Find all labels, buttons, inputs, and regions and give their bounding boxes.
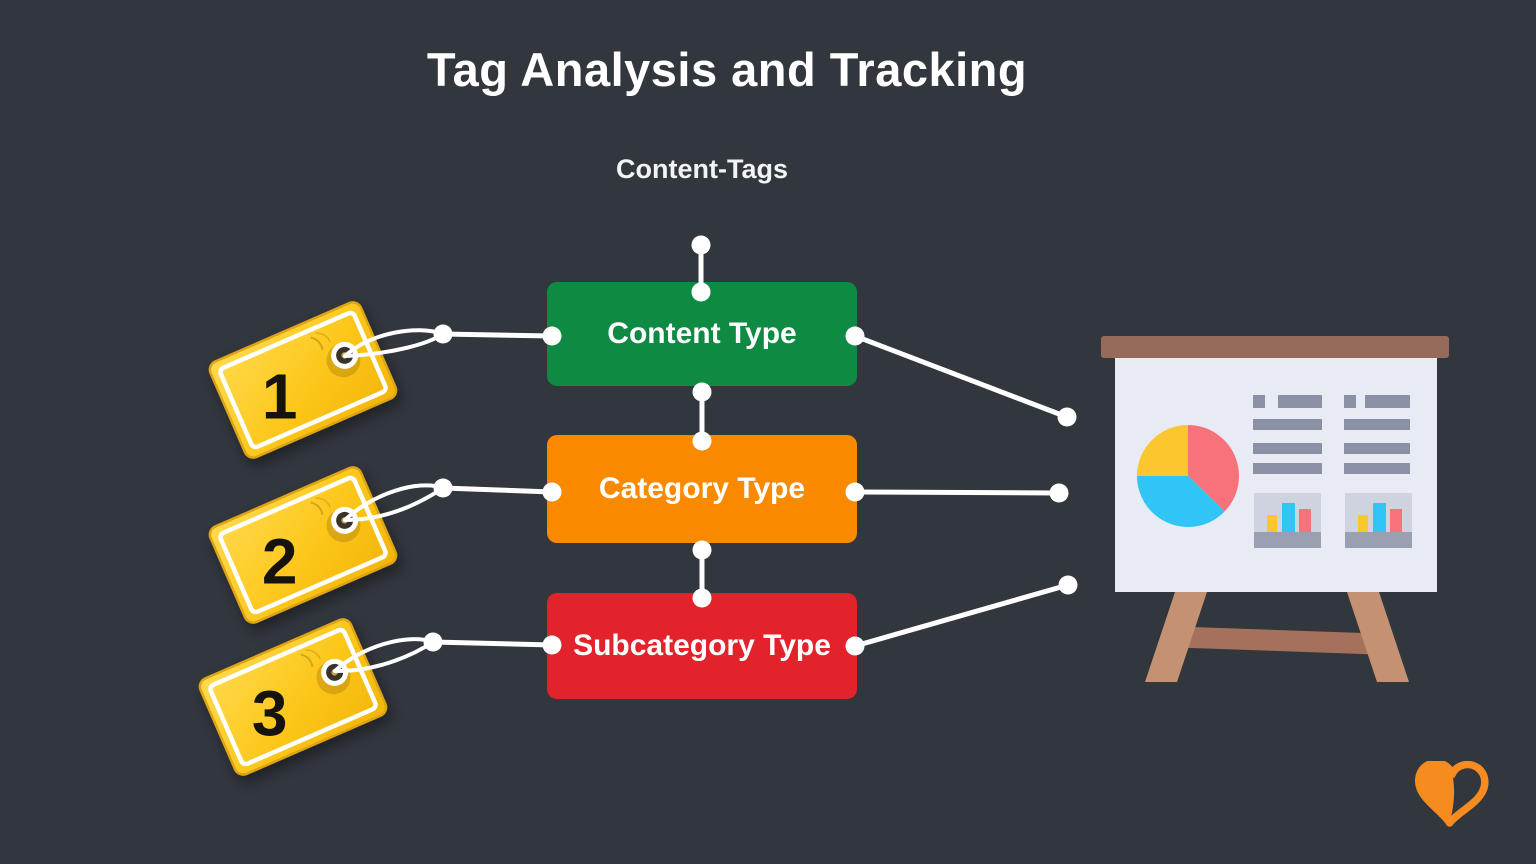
content-tags-label: Content-Tags: [616, 154, 788, 184]
grommet-icon: [321, 658, 349, 686]
node-content-type: Content Type: [547, 282, 857, 386]
pie-chart-icon: [1137, 425, 1239, 527]
tag-number: 2: [262, 526, 298, 598]
board-text-lines: [1253, 395, 1410, 474]
presentation-board-icon: [1101, 336, 1449, 682]
node-category-type: Category Type: [547, 435, 857, 543]
price-tag-icon-3: 3: [198, 618, 388, 776]
heart-logo-icon: [1414, 761, 1489, 827]
bar-chart-icon-2: [1345, 493, 1412, 548]
easel-crossbar: [1180, 626, 1374, 655]
board-face: [1115, 358, 1437, 592]
page-title: Tag Analysis and Tracking: [426, 43, 1028, 96]
tag-number: 3: [252, 678, 288, 750]
grommet-icon: [331, 506, 359, 534]
price-tag-icon-2: 2: [208, 466, 398, 624]
node-label: Category Type: [598, 472, 806, 505]
easel-top-bar: [1101, 336, 1449, 358]
grommet-icon: [331, 341, 359, 369]
easel-right-leg: [1347, 592, 1409, 682]
price-tag-icon-1: 1: [208, 301, 398, 459]
node-subcategory-type: Subcategory Type: [547, 593, 857, 699]
tag-strings: [333, 328, 445, 674]
node-label: Subcategory Type: [573, 629, 831, 662]
node-label: Content Type: [607, 317, 797, 350]
easel-left-leg: [1145, 592, 1207, 682]
bar-chart-icon-1: [1254, 493, 1321, 548]
tag-number: 1: [262, 361, 298, 433]
